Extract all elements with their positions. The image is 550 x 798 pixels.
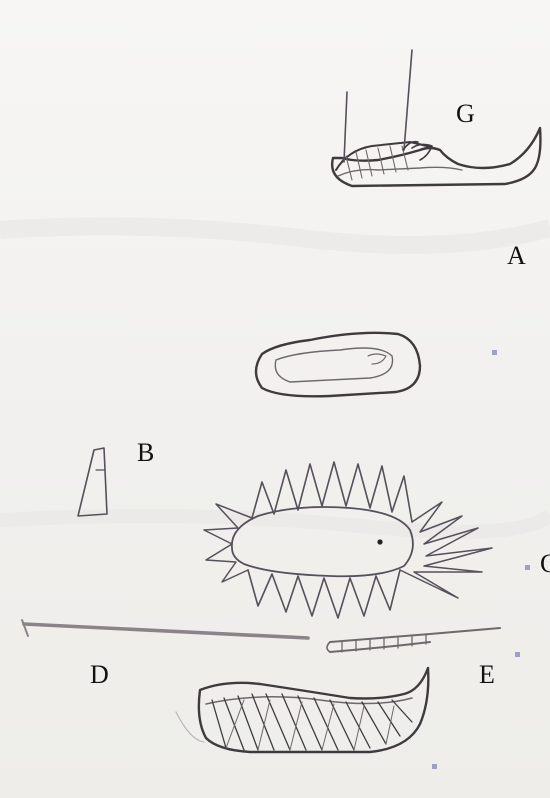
label-d: D: [90, 662, 109, 688]
label-a: A: [507, 243, 526, 269]
label-b: B: [137, 440, 154, 466]
label-g: G: [456, 101, 475, 127]
specimen-a-side-view: [332, 50, 540, 186]
specimen-d-rod: [22, 620, 308, 638]
label-e: E: [479, 662, 495, 688]
specimen-oval: [256, 333, 420, 396]
specimen-c-dorsal-view: [204, 462, 492, 618]
label-c: C: [540, 551, 550, 577]
specimen-ventral-view: [176, 668, 428, 752]
specimen-b-segment: [78, 448, 107, 516]
paper-texture: [0, 226, 550, 532]
specimen-e-segmented-rod: [327, 628, 500, 652]
